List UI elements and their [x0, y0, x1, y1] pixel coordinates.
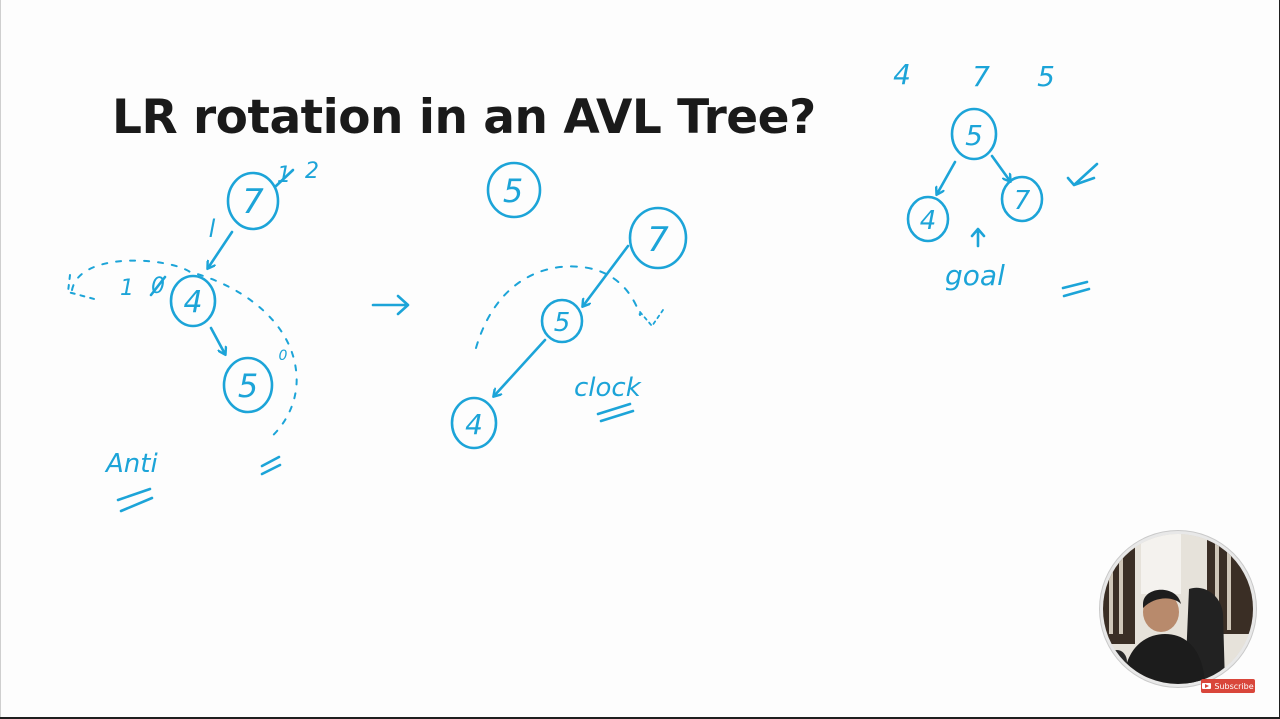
goal-node-7-circle — [1000, 175, 1044, 223]
goal-edge-left-arrow — [937, 160, 957, 194]
edge-7-4-arrow — [208, 230, 234, 268]
frame-edge-left — [0, 0, 1, 719]
underline-1 — [116, 487, 152, 502]
mid-node-4-label: 4 — [465, 408, 483, 441]
goal-node-4-label: 4 — [920, 206, 937, 236]
subscribe-button[interactable]: Subscribe — [1201, 679, 1255, 693]
node-4-label: 4 — [183, 285, 202, 320]
edge-4-5-arrow — [209, 326, 225, 354]
underline-2 — [119, 496, 154, 513]
clock-underline-1 — [596, 402, 632, 416]
rotation-label-clock: clock — [574, 373, 642, 403]
goal-edge-right-arrow — [990, 154, 1010, 181]
webcam-overlay — [1100, 531, 1256, 687]
mid-rotation-arc — [475, 265, 641, 349]
middle-tree: 7 5 4 clock — [450, 206, 688, 450]
transition-arrow — [371, 294, 410, 316]
strike-mark-middle — [149, 275, 167, 297]
left-tree: 7 1 2 l 4 1 0 5 0 Anti — [67, 159, 319, 513]
balance-middle-new: 1 — [120, 276, 134, 301]
floating-node-label: 5 — [503, 172, 523, 210]
floating-node: 5 — [486, 161, 542, 219]
strike-mark — [274, 168, 295, 188]
mid-node-5-circle — [540, 298, 584, 344]
double-line-1 — [260, 455, 281, 468]
subscribe-label: Subscribe — [1214, 681, 1254, 691]
sequence-item-2: 7 — [972, 60, 990, 93]
node-4-circle — [169, 274, 217, 328]
slide-title: LR rotation in an AVL Tree? — [112, 90, 816, 145]
goal-label: goal — [945, 259, 1005, 292]
frame-edge-bottom — [0, 717, 1280, 719]
goal-node-5-circle — [950, 107, 998, 161]
mid-node-7-label: 7 — [647, 220, 669, 260]
rotation-label-anti: Anti — [104, 449, 158, 479]
floating-node-circle — [486, 161, 542, 219]
double-line-2 — [260, 463, 282, 476]
mid-edge-5-4-arrow — [494, 338, 547, 396]
goal-node-4-circle — [906, 195, 950, 243]
up-arrow — [970, 227, 986, 248]
mid-rotation-arc-tail — [639, 309, 664, 327]
goal-node-5-label: 5 — [965, 119, 983, 152]
sequence-item-3: 5 — [1037, 60, 1055, 93]
check-icon — [1066, 162, 1099, 187]
node-7-circle — [226, 171, 280, 231]
clock-underline-2 — [599, 409, 635, 423]
sequence-item-1: 4 — [893, 58, 911, 91]
goal-double-line-1 — [1061, 280, 1089, 290]
rotation-arc-dashed — [71, 259, 298, 439]
mid-edge-7-5-arrow — [583, 244, 630, 306]
balance-new-label: 2 — [305, 159, 319, 184]
youtube-icon — [1202, 683, 1212, 689]
mid-node-5-label: 5 — [554, 308, 571, 338]
balance-leaf: 0 — [279, 348, 288, 364]
node-5-circle — [222, 356, 274, 414]
goal-node-7-label: 7 — [1014, 186, 1031, 216]
goal-double-line-2 — [1062, 287, 1091, 298]
presenter-image — [1103, 534, 1253, 684]
node-7-label: 7 — [242, 182, 264, 222]
node-5-label: 5 — [238, 367, 258, 405]
mid-node-4-circle — [450, 396, 498, 450]
goal-tree: 4 7 5 5 4 7 goal — [893, 58, 1099, 298]
edge-label: l — [209, 215, 216, 243]
mid-node-7-circle — [628, 206, 688, 270]
